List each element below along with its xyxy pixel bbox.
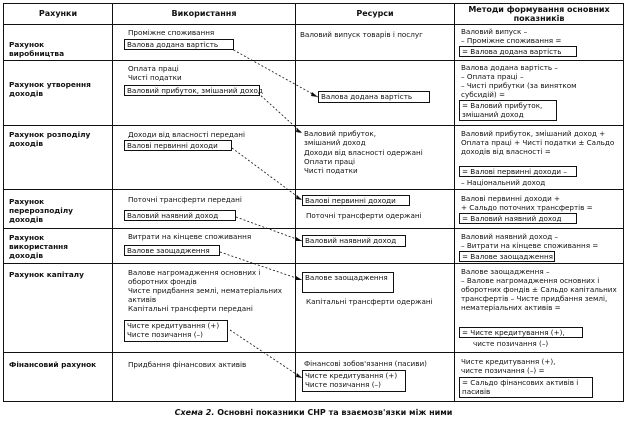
current-transfers-received: Поточні трансферти одержані (306, 211, 422, 220)
net-lending: Чисте кредитування (+) (127, 321, 220, 330)
caption-label: Схема 2. (174, 408, 215, 417)
row-income-generation-account: Рахунок утворення доходів (9, 80, 91, 98)
method-result-box: = Сальдо фінансових активів і пасивів (459, 377, 593, 398)
gross-capital-formation: Валове нагромадження основних і оборотни… (128, 268, 261, 286)
property-income-paid: Доходи від власності передані (128, 130, 245, 139)
method-result-box: = Чисте кредитування (+), (459, 327, 583, 338)
arrowhead-icon (296, 237, 302, 241)
method-line: – Національний доход (461, 178, 546, 187)
arrowhead-icon (311, 92, 318, 97)
row-income-use-account: Рахунок використання доходів (9, 233, 69, 260)
gross-profit-resource: Валовий прибуток, змішаний доход (304, 129, 377, 147)
lending-borrowing-resource-box: Чисте кредитування (+) Чисте позичання (… (302, 370, 406, 392)
gva-box: Валова додана вартість (124, 39, 234, 50)
method-line: чисте позичання (–) (473, 339, 549, 348)
financial-liabilities: Фінансові зобов'язання (пасиви) (304, 359, 427, 368)
method-line: – Витрати на кінцеве споживання = (461, 241, 599, 250)
method-line: Валовий наявний доход – (461, 232, 559, 241)
method-line: + Сальдо поточних трансфертів = (461, 203, 593, 212)
method-line: – Оплата праці – (461, 72, 524, 81)
method-line: Валові первинні доходи + (461, 194, 561, 203)
net-borrowing: Чисте позичання (–) (127, 330, 203, 339)
header-methods: Методи формування основних показників (468, 5, 610, 23)
link-line (229, 329, 303, 379)
compensation-of-employees: Оплата праці (128, 64, 179, 73)
property-income-received: Доходи від власності одержані (304, 148, 423, 157)
arrowhead-icon (296, 195, 302, 200)
current-transfers-paid: Поточні трансферти передані (128, 195, 242, 204)
primary-income-box: Валові первинні доходи (124, 140, 232, 151)
final-consumption: Витрати на кінцеве споживання (128, 232, 252, 241)
link-line (229, 47, 319, 98)
method-result-box: = Валовий прибуток, змішаний доход (459, 100, 557, 121)
intermediate-consumption: Проміжне споживання (128, 28, 215, 37)
net-taxes-resource: Чисті податки (304, 166, 358, 175)
gross-profit-box: Валовий прибуток, змішаний доход (124, 85, 263, 96)
method-line: Валовий випуск – (461, 27, 528, 36)
header-uses: Використання (171, 9, 237, 18)
row-income-redistribution-account: Рахунок перерозподілу доходів (9, 197, 74, 224)
caption-text: Основні показники СНР та взаємозв'язки м… (217, 408, 453, 417)
financial-assets-acquisition: Придбання фінансових активів (128, 360, 247, 369)
row-production-account: Рахунок виробництва (9, 40, 65, 58)
method-line: Чисте кредитування (+), (461, 357, 556, 366)
capital-transfers-paid: Капітальні трансферти передані (128, 304, 253, 313)
gross-output: Валовий випуск товарів і послуг (300, 30, 423, 39)
link-line (257, 92, 303, 134)
header-accounts: Рахунки (38, 9, 78, 18)
compensation-resource: Оплати праці (304, 157, 356, 166)
arrowhead-icon (296, 276, 302, 280)
net-lending-resource: Чисте кредитування (+) (305, 371, 398, 380)
row-financial-account: Фінансовий рахунок (9, 360, 97, 369)
method-result-box: = Валова додана вартість (459, 46, 577, 57)
method-line: – Проміжне споживання = (461, 36, 562, 45)
primary-income-resource-box: Валові первинні доходи (302, 195, 410, 206)
arrowhead-icon (296, 373, 302, 378)
net-land-acquisition: Чисте придбання землі, нематеріальних ак… (128, 286, 282, 304)
link-line (231, 147, 303, 201)
net-taxes: Чисті податки (128, 73, 182, 82)
method-result-box: = Валове заощадження (459, 251, 555, 262)
method-result-box: = Валові первинні доходи – (459, 166, 577, 177)
gva-resource-box: Валова додана вартість (318, 91, 430, 103)
row-capital-account: Рахунок капіталу (9, 270, 84, 279)
method-line: – Чисті прибутки (за винятком субсидій) … (461, 81, 577, 99)
lending-borrowing-box: Чисте кредитування (+) Чисте позичання (… (124, 320, 228, 342)
method-line: Валова додана вартість – (461, 63, 559, 72)
header-resources: Ресурси (356, 9, 394, 18)
method-result-box: = Валовий наявний доход (459, 213, 577, 224)
disposable-income-resource-box: Валовий наявний доход (302, 235, 406, 247)
net-borrowing-resource: Чисте позичання (–) (305, 380, 381, 389)
method-line: чисте позичання (–) = (461, 366, 545, 375)
link-line (219, 251, 303, 281)
arrowhead-icon (296, 128, 302, 133)
figure-caption: Схема 2. Основні показники СНР та взаємо… (0, 408, 627, 417)
row-income-distribution-account: Рахунок розподілу доходів (9, 130, 91, 148)
gross-saving-resource-box: Валове заощадження (302, 272, 394, 293)
method-line: Валовий прибуток, змішаний доход + Оплат… (461, 129, 615, 156)
gross-saving-box: Валове заощадження (124, 245, 220, 256)
disposable-income-box: Валовий наявний доход (124, 210, 236, 221)
method-line: Валове заощадження – (461, 267, 550, 276)
method-line: – Валове нагромадження основних і оборот… (461, 276, 617, 312)
capital-transfers-received: Капітальні трансферти одержані (306, 297, 433, 306)
